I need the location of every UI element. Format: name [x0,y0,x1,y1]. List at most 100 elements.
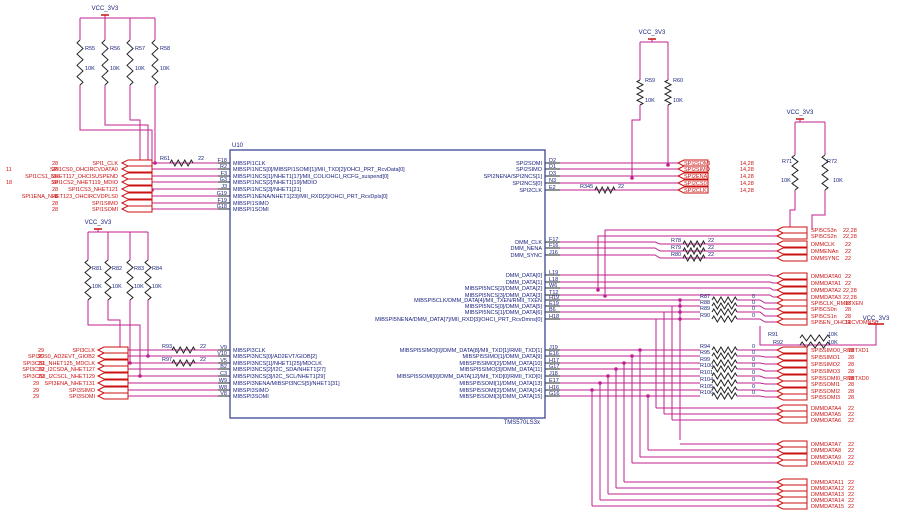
resistor-symbol [169,158,194,168]
resistor-ref: R105 [700,384,713,390]
resistor-symbol [711,308,738,316]
resistor-value: 10K [160,66,170,72]
pin-number: T12 [549,290,558,296]
resistor-ref: R84 [152,266,162,272]
net-page-ref: 28 [848,382,854,388]
net-label: DMMENAn [811,249,839,255]
offsheet-connector [775,232,808,240]
resistor-symbol [594,185,616,195]
resistor-ref: R106 [700,390,713,396]
pin-label: MIBSPI5NCS[3]/DMM_DATA[3] [465,293,543,299]
resistor-ref: R58 [160,46,170,52]
pin-label: MIBSPI3SOMI [233,394,269,400]
net-label: SPI2SOMI [684,161,710,167]
wire [737,318,777,323]
pin-label: MIBSPI1CLK [233,161,266,167]
pin-number: J3 [221,184,227,190]
net-label: DMMDATA8 [811,448,841,454]
net-label: SPI5CS0n [811,307,837,313]
offsheet-connector [775,240,808,248]
pin-number: J19 [549,345,558,351]
pin-label: SPI2NCS[0] [512,181,542,187]
net-label: SPI1SIMO [92,201,119,207]
pin-number: D1 [549,164,556,170]
resistor-value: 0 [752,390,755,396]
resistor-symbol [104,259,112,301]
offsheet-connector [775,393,808,401]
net-label: SPI5SIMO3 [811,369,840,375]
resistor-value: 22 [708,238,714,244]
offsheet-connector [775,299,808,307]
power-label: VCC_3V3 [787,110,814,116]
net-label: SPI5CS1n [811,314,837,320]
pin-label: DMM_NENA [511,246,543,252]
net-label: SPI2ENA [684,174,708,180]
resistor-symbol [151,39,159,86]
net-label: SPI3CLK [72,348,95,354]
net-page-ref: 11 [845,320,851,326]
net-page-ref: 14,28 [740,161,754,167]
net-page-ref: 18 [848,376,854,382]
resistor-value: 10K [112,284,122,290]
pin-label: MIBSPI3CLK [233,348,266,354]
net-label: SPI1CS2_NHET119_MDIO [51,180,119,186]
resistor-value: 10K [152,284,162,290]
resistor-symbol [711,386,738,394]
resistor-value: 22 [200,357,206,363]
pin-number: F16 [549,243,558,249]
offsheet-connector [120,205,153,213]
offsheet-connector [775,440,808,448]
wire [560,247,777,252]
net-label: SPI1CS1_NHET117_OHCISUSPEND [25,174,118,180]
net-label: DMMSYNC [811,256,839,262]
wire [604,229,777,296]
resistor-ref: R95 [700,350,710,356]
pin-number: J18 [549,371,558,377]
offsheet-connector [775,272,808,280]
resistor-value: 22 [708,252,714,258]
wire [737,299,777,304]
resistor-ref: R78 [671,238,681,244]
resistor-ref: R87 [700,294,710,300]
offsheet-connector [120,159,153,167]
net-label: DMMDATA13 [811,492,844,498]
net-page-ref: 28 [52,167,58,173]
net-page-ref: 14,28 [740,167,754,173]
resistor-value: 10K [645,98,655,104]
wire [560,281,777,284]
pin-number: H19 [549,295,559,301]
resistor-value: 0 [752,357,755,363]
pin-label: MIBSPI5SIMO[3]/DMM_DATA[11] [460,367,543,373]
net-sheet-ref: 29 [33,394,39,400]
offsheet-connector [775,353,808,361]
pin-number: H18 [549,314,559,320]
wire [737,389,777,392]
pin-number: G16 [549,391,559,397]
wire [107,312,121,369]
net-label: SPI3SIMO [69,388,96,394]
offsheet-connector [775,279,808,287]
net-page-ref: 14,28 [740,188,754,194]
offsheet-connector [775,226,808,234]
offsheet-connector [775,360,808,368]
net-label: DMMCLK [811,242,835,248]
net-label: DMMDATA0 [811,274,841,280]
offsheet-connector [120,178,153,186]
net-label: DMMDATA3 [811,295,841,301]
resistor-value: 22 [618,184,624,190]
offsheet-connector [120,199,153,207]
resistor-ref: R83 [134,266,144,272]
net-page-ref: 29 [38,348,44,354]
resistor-symbol [791,154,799,191]
net-page-ref: 28 [845,314,851,320]
net-label: SPI3ENA_NHET131 [45,381,95,387]
resistor-symbol [171,358,196,368]
net-label: SPI2CLK [684,188,707,194]
offsheet-connector [676,172,709,180]
net-page-ref: 29 [38,374,44,380]
net-page-ref: 22 [848,406,854,412]
pin-label: MIBSPI1SIMO [233,201,269,207]
net-page-ref: 22 [845,274,851,280]
resistor-value: 10K [85,66,95,72]
net-label: DMMDATA5 [811,412,841,418]
